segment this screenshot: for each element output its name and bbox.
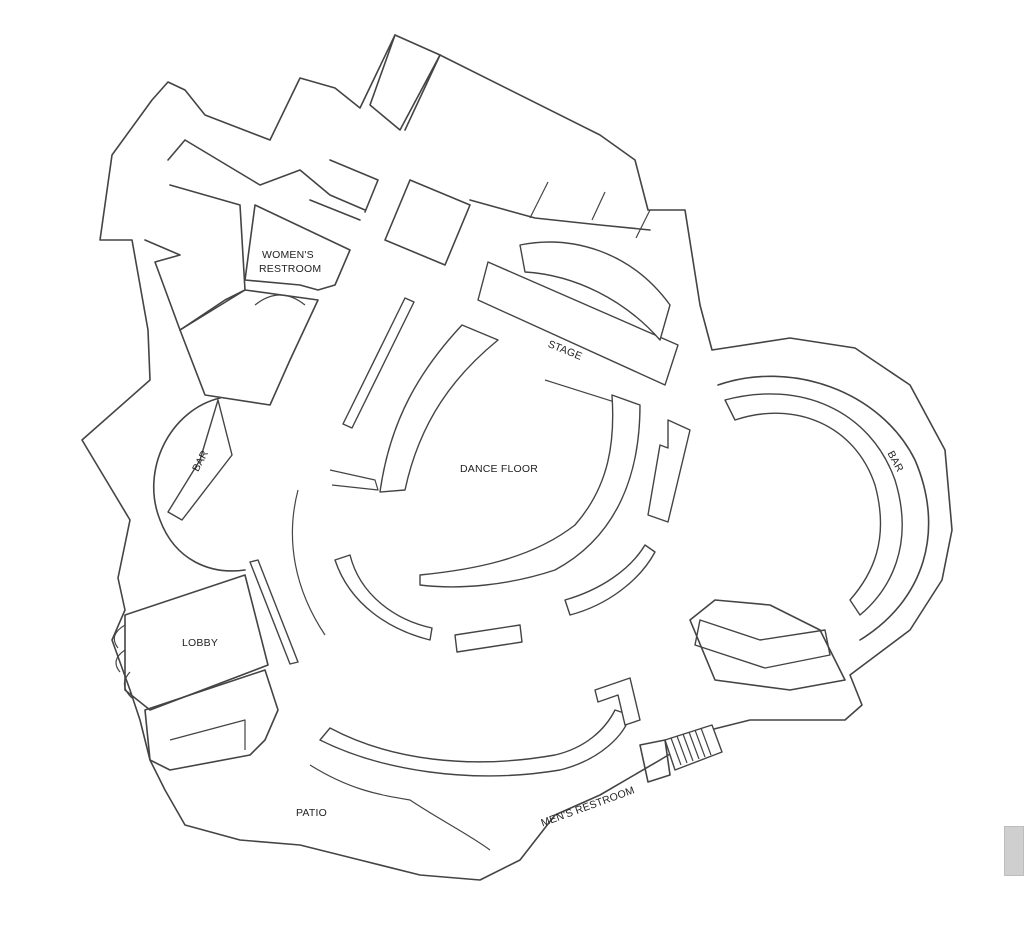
dance-floor-outline [379, 324, 499, 493]
womens-corridor [179, 289, 319, 406]
scroll-handle[interactable] [1004, 826, 1024, 876]
booth-right-dance [647, 419, 691, 523]
upper-partition-2 [591, 191, 606, 221]
dance-floor-label: DANCE FLOOR [460, 463, 538, 475]
partition-top-long [342, 297, 415, 429]
corridor-wall-top [167, 139, 366, 211]
booth-lower-right [564, 544, 656, 616]
partition-left-long [249, 559, 299, 665]
right-bar-booth [694, 619, 831, 669]
patio-booth-top [594, 677, 641, 726]
patio-label: PATIO [296, 807, 327, 819]
office-wall-2 [144, 239, 181, 331]
left-bar-counter [167, 399, 233, 521]
upper-partition-3 [635, 209, 651, 239]
mens-restroom-label: MEN'S RESTROOM [539, 784, 636, 829]
lobby-walls [124, 574, 269, 711]
stage-riser [519, 241, 671, 341]
womens-restroom-walls [244, 204, 351, 291]
upper-room-walls [469, 199, 651, 231]
office-wall-3 [329, 159, 379, 213]
mens-restroom-stair-treads [670, 727, 712, 766]
patio-curve [309, 764, 491, 851]
lobby-door-arcs [113, 624, 133, 699]
right-bar-counter [724, 393, 903, 616]
left-bar-outline [152, 397, 246, 572]
womens-restroom-label-line1: WOMEN'S [262, 249, 314, 261]
curved-rail [291, 489, 326, 636]
mens-restroom-stairs [664, 724, 723, 771]
right-lower-wall [689, 599, 846, 691]
stage-back-rail [477, 261, 679, 386]
corridor-wall-right [404, 54, 441, 131]
storage-room [384, 179, 471, 266]
patio-seating-rail [319, 709, 631, 777]
lower-left-partition [169, 719, 246, 750]
right-bar-outer-ring [717, 375, 930, 641]
mens-restroom-wall [639, 739, 671, 783]
dance-floor-right-edge [419, 394, 641, 588]
building-outline [81, 34, 953, 881]
dance-floor-step [329, 469, 379, 491]
lower-left-rooms [144, 669, 279, 771]
office-wall-5 [369, 34, 441, 131]
upper-partition-1 [529, 181, 549, 219]
office-wall-4 [309, 199, 361, 221]
womens-restroom-label-line2: RESTROOM [259, 263, 321, 275]
booth-lower-arc [334, 554, 433, 641]
booth-lower-mid [454, 624, 523, 653]
office-wall-1 [169, 184, 246, 331]
lobby-label: LOBBY [182, 637, 218, 649]
